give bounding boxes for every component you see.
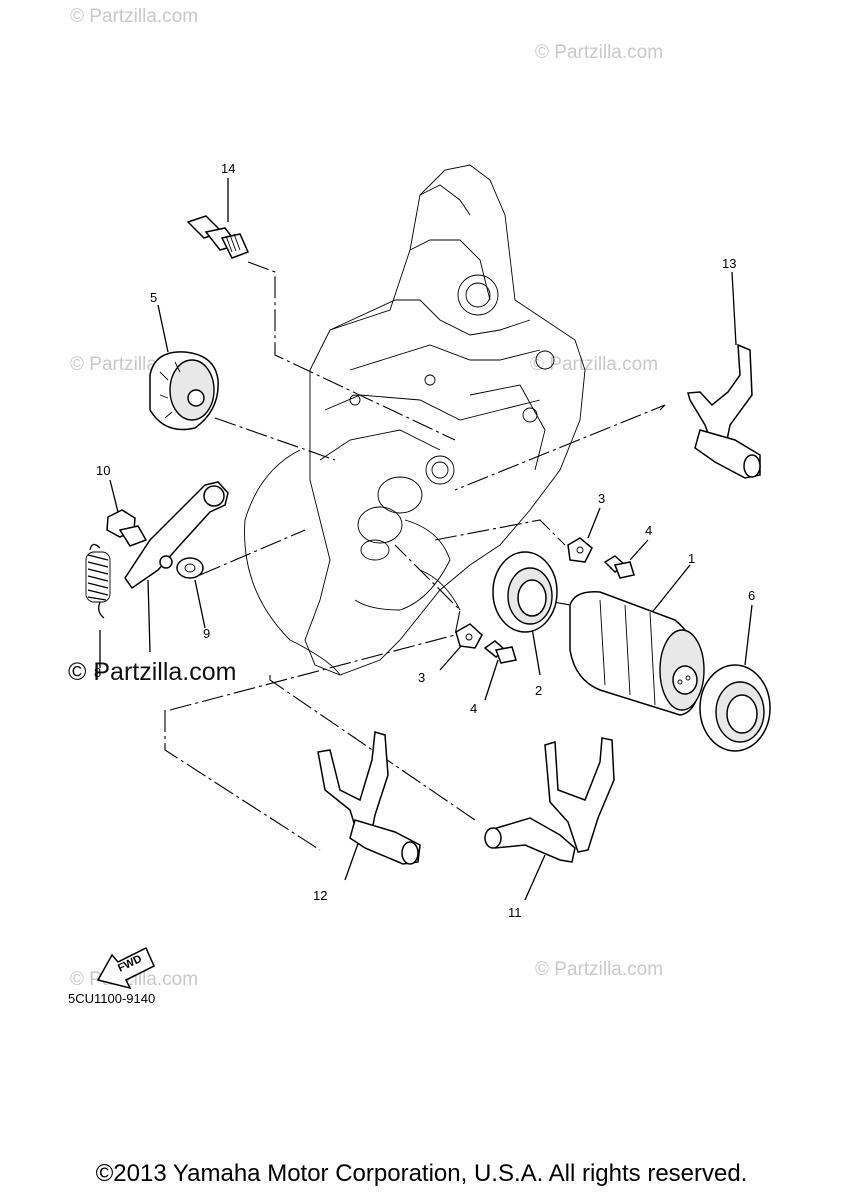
part-2-bearing <box>492 551 558 633</box>
part-4-screw-upper <box>603 555 635 579</box>
leader-lines <box>99 178 753 901</box>
label-10: 10 <box>96 463 110 478</box>
part-6-bearing <box>699 664 771 752</box>
label-8: 8 <box>94 665 101 680</box>
copyright-notice: ©2013 Yamaha Motor Corporation, U.S.A. A… <box>95 1160 748 1187</box>
part-11-shift-fork <box>484 737 615 863</box>
label-3-upper: 3 <box>598 491 605 506</box>
crankcase-outline <box>244 164 586 676</box>
watermark-group: © Partzilla.com © Partzilla.com © Partzi… <box>68 6 663 990</box>
part-13-shift-fork <box>687 343 761 479</box>
label-11: 11 <box>508 905 522 920</box>
watermark-top-left: © Partzilla.com <box>70 6 198 27</box>
label-6: 6 <box>748 588 755 603</box>
diagram-code: 5CU1100-9140 <box>68 991 155 1006</box>
label-12: 12 <box>313 888 327 903</box>
watermark-center-bold: © Partzilla.com <box>68 658 236 686</box>
label-4-lower: 4 <box>470 701 477 716</box>
label-3-lower: 3 <box>418 670 425 685</box>
part-4-screw-lower <box>483 640 517 664</box>
label-4-upper: 4 <box>645 523 652 538</box>
part-segment-lever <box>124 481 229 590</box>
watermark-mid-right: © Partzilla.com <box>530 354 658 375</box>
alignment-lines <box>164 261 666 851</box>
label-14: 14 <box>221 161 235 176</box>
part-3-plate-lower <box>455 623 483 649</box>
part-3-plate-upper <box>567 537 593 563</box>
part-12-shift-fork <box>317 731 421 865</box>
part-10-bolt <box>106 509 148 547</box>
part-14-stud-bolt <box>186 215 250 259</box>
part-5-segment <box>149 351 219 431</box>
watermark-bottom-right: © Partzilla.com <box>535 959 663 980</box>
watermark-top-right: © Partzilla.com <box>535 42 663 63</box>
label-5: 5 <box>150 290 157 305</box>
label-2: 2 <box>535 683 542 698</box>
label-13: 13 <box>722 256 736 271</box>
part-1-shift-cam <box>569 591 705 716</box>
callouts: 14 5 13 10 3 4 1 6 9 8 2 3 4 12 11 <box>94 161 755 920</box>
label-9: 9 <box>203 626 210 641</box>
part-8-spring <box>85 543 111 619</box>
part-9-washer <box>176 557 204 579</box>
label-1: 1 <box>688 551 695 566</box>
